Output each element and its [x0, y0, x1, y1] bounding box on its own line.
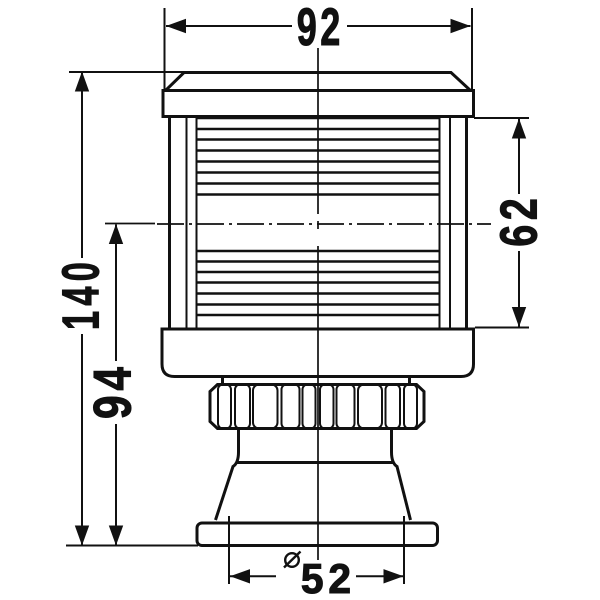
svg-text:52: 52: [301, 555, 356, 600]
svg-text:140: 140: [52, 257, 110, 330]
svg-text:92: 92: [297, 0, 344, 57]
svg-text:94: 94: [84, 362, 143, 419]
svg-text:62: 62: [489, 194, 548, 247]
